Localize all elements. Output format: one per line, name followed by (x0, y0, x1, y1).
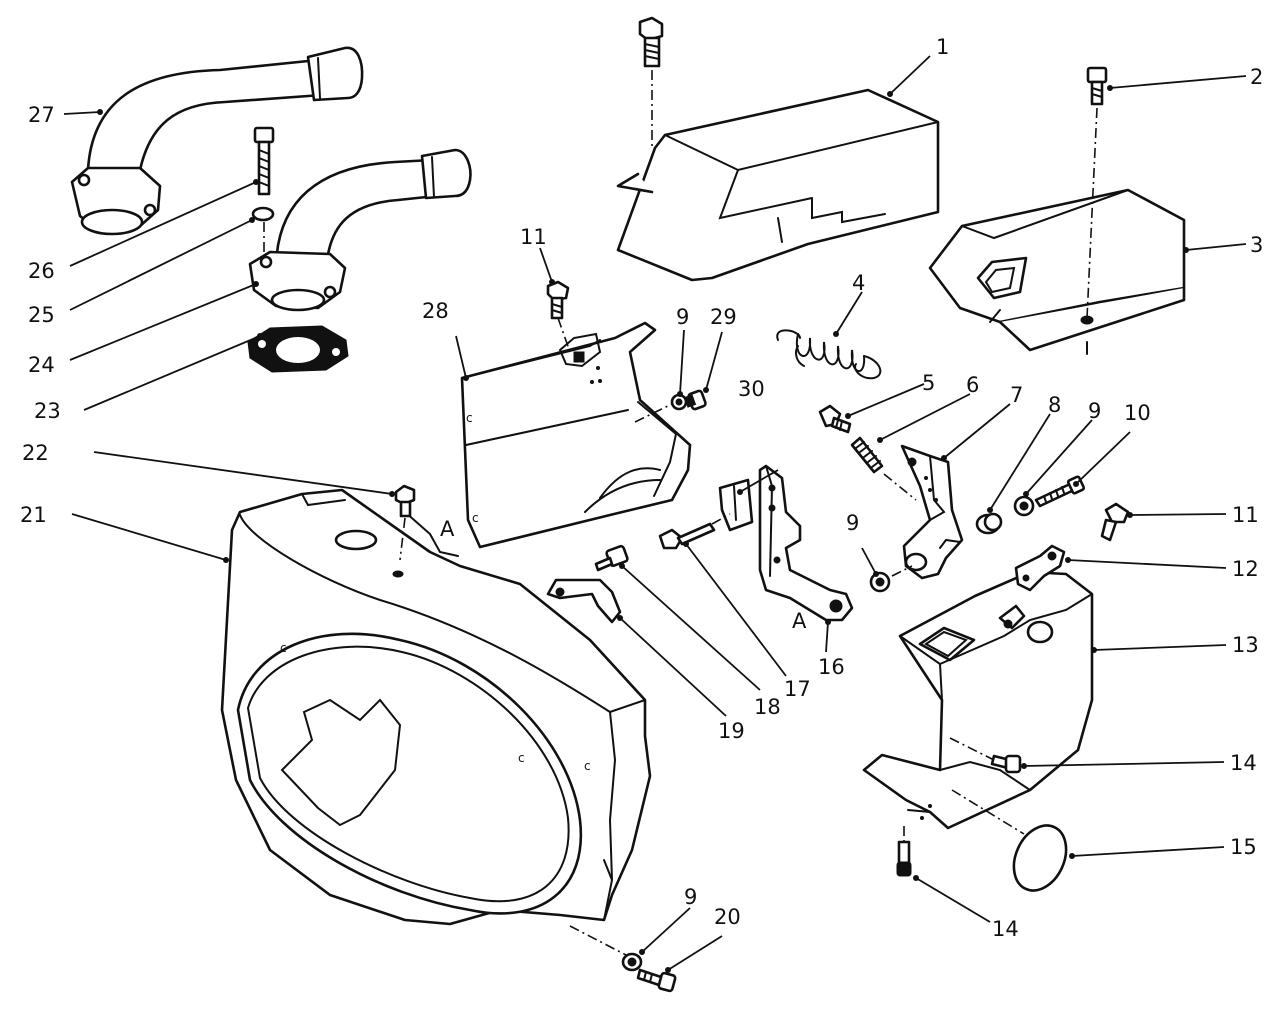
callout-6: 6 (966, 373, 979, 397)
callout-21: 21 (20, 503, 47, 527)
bolt-18 (594, 544, 629, 572)
callout-5: 5 (922, 371, 935, 395)
callout-labels: 1 2 3 4 5 6 7 8 9 10 11 12 13 14 15 14 1… (20, 35, 1263, 941)
callout-14-right: 14 (1230, 751, 1257, 775)
callout-16: 16 (818, 655, 845, 679)
bracket-30 (718, 478, 754, 532)
screw-17 (658, 522, 716, 550)
leader-dots (97, 85, 1189, 973)
screw-29 (683, 389, 707, 411)
clip-19 (546, 578, 622, 624)
cover-1 (616, 88, 940, 282)
callout-26: 26 (28, 259, 55, 283)
bolt-11-upper (546, 280, 570, 320)
callout-11-upper: 11 (520, 225, 547, 249)
shield-3 (928, 188, 1186, 352)
callout-22: 22 (22, 441, 49, 465)
callout-9-middle: 9 (846, 511, 859, 535)
callout-29: 29 (710, 305, 737, 329)
callout-11-right: 11 (1232, 503, 1259, 527)
centerline-screw-29 (634, 403, 673, 423)
centerline-housing-bottom (569, 925, 627, 956)
hole-mark-5: c (584, 759, 591, 773)
callout-4: 4 (852, 271, 865, 295)
control-bracket-16 (758, 464, 854, 622)
callout-20: 20 (714, 905, 741, 929)
washer-9-bottom (621, 952, 643, 972)
hole-mark-3: c (280, 641, 287, 655)
callout-3: 3 (1250, 233, 1263, 257)
callout-15: 15 (1230, 835, 1257, 859)
callout-30: 30 (738, 377, 765, 401)
screw-5 (818, 404, 852, 434)
callout-17: 17 (784, 677, 811, 701)
callout-7: 7 (1010, 383, 1023, 407)
centerline-screw-14-right (949, 737, 995, 761)
callout-18: 18 (754, 695, 781, 719)
screw-14-right (990, 754, 1022, 774)
hole-mark-2: c (472, 511, 479, 525)
screw-22 (394, 484, 416, 518)
spring-6 (850, 436, 884, 474)
reference-mark-a-bracket: A (792, 609, 807, 633)
callout-9-bottom: 9 (684, 885, 697, 909)
back-plate-13 (862, 570, 1094, 830)
washer-9-middle (869, 571, 891, 593)
gasket-23 (247, 325, 349, 373)
governor-spring-4 (776, 329, 882, 380)
callout-13: 13 (1232, 633, 1259, 657)
bolt-26 (253, 126, 275, 196)
air-guide-28 (460, 321, 692, 549)
callout-12: 12 (1232, 557, 1259, 581)
screw-14-bottom (896, 840, 912, 877)
centerline-screw-22 (399, 517, 406, 561)
exhaust-elbow-upper (70, 46, 364, 236)
callout-9-right: 9 (1088, 399, 1101, 423)
hole-mark-4: c (518, 751, 525, 765)
centerline-bolt-11-upper (557, 317, 571, 353)
callout-28: 28 (422, 299, 449, 323)
screw-10 (1034, 475, 1086, 508)
bolt-1 (638, 16, 664, 68)
hole-shield (1080, 315, 1094, 325)
callout-9-upper: 9 (676, 305, 689, 329)
callout-10: 10 (1124, 401, 1151, 425)
centerline-screw-17 (711, 513, 731, 525)
bushing-8 (975, 512, 1003, 535)
plug-15 (1012, 824, 1068, 892)
bracket-7 (900, 444, 964, 580)
callout-14-bottom: 14 (992, 917, 1019, 941)
leader-lines (63, 55, 1247, 971)
exhaust-elbow-lower (248, 148, 472, 312)
hole-mark-1: c (466, 411, 473, 425)
centerline-bolt-2 (1086, 107, 1098, 319)
callout-1: 1 (936, 35, 949, 59)
centerline-bracket-7 (891, 565, 913, 577)
screw-11-right (1100, 502, 1130, 542)
callout-24: 24 (28, 353, 55, 377)
bracket-12 (1014, 544, 1066, 592)
callout-19: 19 (718, 719, 745, 743)
callout-23: 23 (34, 399, 61, 423)
centerline-spring-6 (883, 473, 917, 501)
blower-housing-21 (220, 488, 652, 926)
callout-2: 2 (1250, 65, 1263, 89)
reference-mark-a-housing: A (440, 517, 455, 541)
washer-25 (251, 206, 275, 222)
washer-9-right (1013, 495, 1035, 517)
callout-25: 25 (28, 303, 55, 327)
screw-20 (636, 968, 677, 993)
callout-8: 8 (1048, 393, 1061, 417)
callout-27: 27 (28, 103, 55, 127)
centerline-plug-15 (951, 789, 1025, 835)
bolt-2 (1086, 66, 1108, 106)
